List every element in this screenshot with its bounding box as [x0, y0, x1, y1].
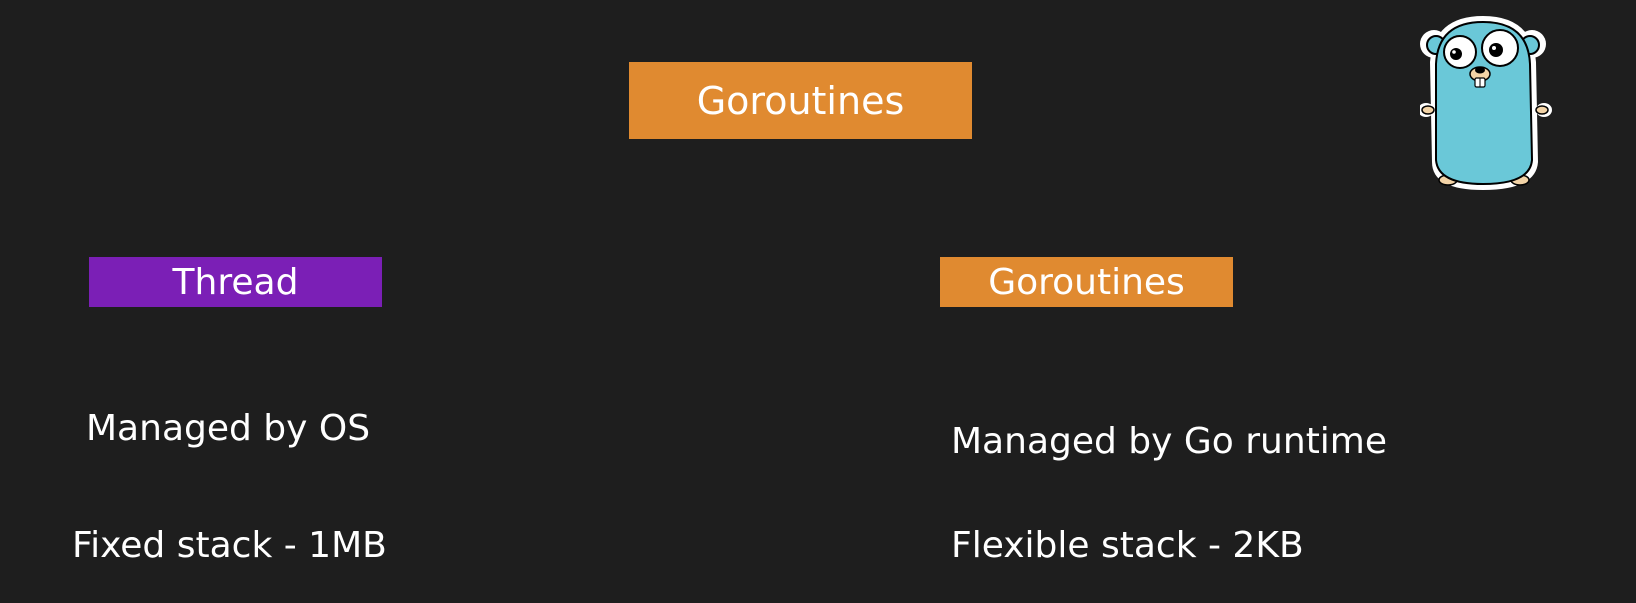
go-gopher-icon	[1418, 12, 1560, 192]
thread-stack-size: Fixed stack - 1MB	[72, 525, 387, 566]
thread-heading: Thread	[172, 261, 299, 303]
thread-heading-box: Thread	[89, 257, 382, 307]
goroutines-heading-box: Goroutines	[940, 257, 1233, 307]
thread-managed-by: Managed by OS	[86, 408, 371, 449]
goroutine-stack-size: Flexible stack - 2KB	[951, 525, 1304, 566]
goroutine-managed-by: Managed by Go runtime	[951, 421, 1388, 462]
page-title: Goroutines	[696, 78, 905, 123]
title-banner: Goroutines	[629, 62, 972, 139]
goroutines-heading: Goroutines	[988, 261, 1185, 303]
